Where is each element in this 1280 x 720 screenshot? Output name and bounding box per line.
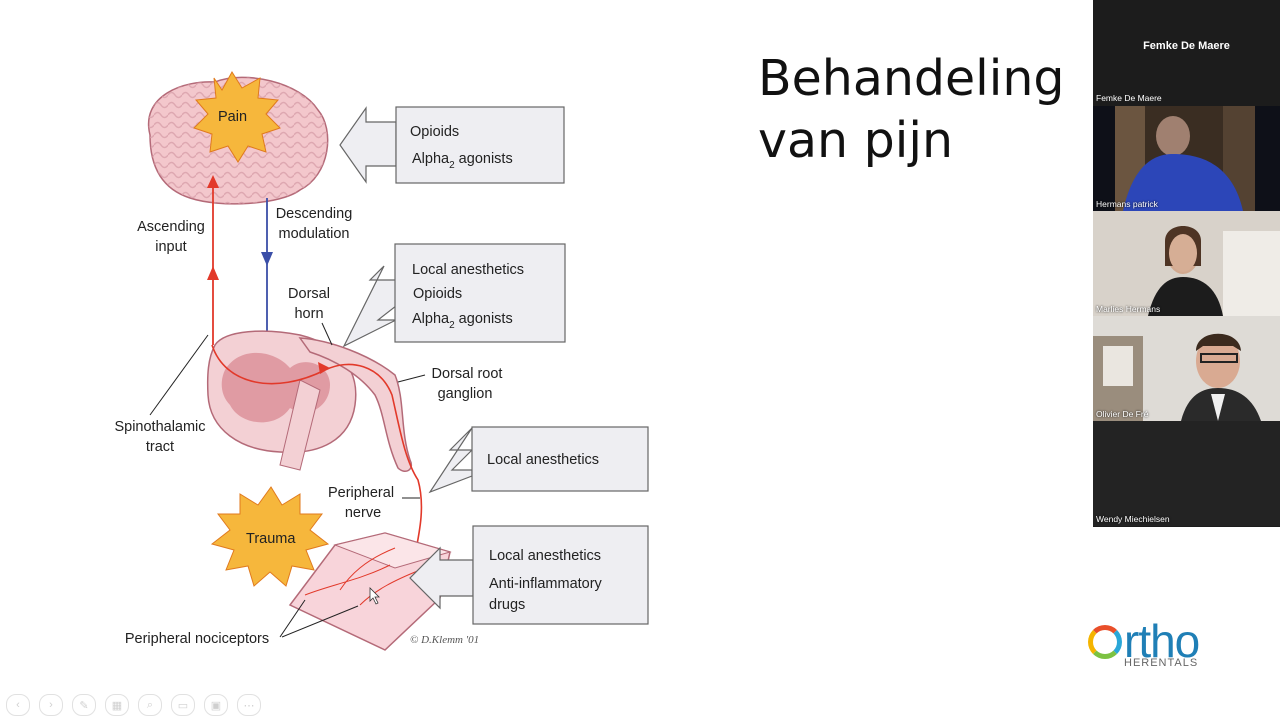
active-speaker-name: Femke De Maere [1093, 40, 1280, 52]
participant-name-0: Femke De Maere [1096, 93, 1162, 103]
participant-tile-1[interactable]: Hermans patrick [1093, 106, 1280, 211]
drg-label-1: Dorsal root [432, 366, 503, 382]
drug-box-brain: Opioids Alpha2 agonists [340, 107, 564, 183]
logo-subtext: HERENTALS [1124, 657, 1198, 669]
ortho-herentals-logo: rtho HERENTALS [1088, 615, 1228, 675]
box2-line2: Opioids [413, 286, 462, 302]
participant-tile-3[interactable]: Olivier De Fré [1093, 316, 1280, 421]
box2-line1: Local anesthetics [412, 262, 524, 278]
logo-ring-icon [1088, 625, 1122, 659]
participant-video-3 [1093, 316, 1280, 421]
drug-box-periphery: Local anesthetics Anti-inflammatory drug… [410, 526, 648, 624]
descending-label-1: Descending [276, 206, 353, 222]
drg-label-2: ganglion [438, 386, 493, 402]
slide-title: Behandeling van pijn [758, 48, 1078, 172]
subtitles-icon[interactable]: ▭ [171, 694, 195, 716]
participant-tile-4[interactable]: Wendy Miechielsen [1093, 421, 1280, 526]
pain-pathway-diagram: Pain Ascending input Descending modulati… [100, 60, 660, 660]
box4-line3: drugs [489, 597, 525, 613]
all-slides-icon[interactable]: ▦ [105, 694, 129, 716]
participant-video-1 [1093, 106, 1280, 211]
next-slide-icon[interactable]: › [39, 694, 63, 716]
box1-line1: Opioids [410, 124, 459, 140]
dorsal-horn-label-1: Dorsal [288, 286, 330, 302]
drug-box-peripheral-nerve: Local anesthetics [430, 427, 648, 492]
peripheral-nerve-label-1: Peripheral [328, 485, 394, 501]
pain-label: Pain [218, 109, 247, 125]
spinothalamic-label-2: tract [146, 439, 174, 455]
spinothalamic-label-1: Spinothalamic [114, 419, 205, 435]
zoom-icon[interactable]: ⌕ [138, 694, 162, 716]
nociceptors-label: Peripheral nociceptors [125, 631, 269, 647]
drg-pointer [398, 375, 425, 382]
ascending-label-1: Ascending [137, 219, 205, 235]
dorsal-horn-label-2: horn [294, 306, 323, 322]
participant-name-2: Marlies Hermans [1096, 304, 1160, 314]
box4-line1: Local anesthetics [489, 548, 601, 564]
box4-line2: Anti-inflammatory [489, 576, 603, 592]
more-options-icon[interactable]: ⋯ [237, 694, 261, 716]
participant-name-1: Hermans patrick [1096, 199, 1158, 209]
trauma-label: Trauma [246, 531, 296, 547]
camera-icon[interactable]: ▣ [204, 694, 228, 716]
slide-title-line-1: Behandeling [758, 48, 1078, 110]
box3-line1: Local anesthetics [487, 452, 599, 468]
previous-slide-icon[interactable]: ‹ [6, 694, 30, 716]
slide-title-line-2: van pijn [758, 110, 1078, 172]
slide-navigation-toolbar: ‹ › ✎ ▦ ⌕ ▭ ▣ ⋯ [6, 694, 261, 716]
spinal-cord-illustration [208, 331, 412, 471]
descending-arrowhead-top [261, 252, 273, 266]
descending-label-2: modulation [279, 226, 350, 242]
participant-video-2 [1093, 211, 1280, 316]
participant-name-3: Olivier De Fré [1096, 409, 1148, 419]
credit-text: © D.Klemm '01 [410, 634, 479, 646]
ascending-arrowhead-mid [207, 266, 219, 280]
drug-box-dorsal-horn: Local anesthetics Opioids Alpha2 agonist… [344, 244, 565, 346]
participant-tile-2[interactable]: Marlies Hermans [1093, 211, 1280, 316]
pen-icon[interactable]: ✎ [72, 694, 96, 716]
ascending-label-2: input [155, 239, 186, 255]
presentation-slide: Behandeling van pijn Pain Ascending inpu… [0, 0, 1093, 720]
participant-name-4: Wendy Miechielsen [1096, 514, 1170, 524]
video-participants-panel: Femke De Maere Femke De Maere Hermans pa… [1093, 0, 1280, 527]
peripheral-nerve-label-2: nerve [345, 505, 381, 521]
spinothalamic-pointer [150, 335, 208, 415]
